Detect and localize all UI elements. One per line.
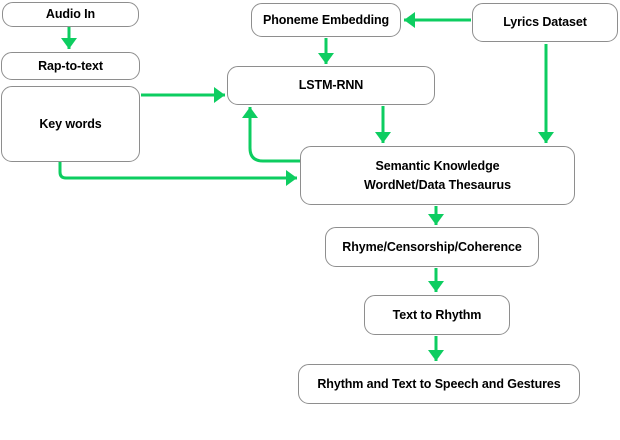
node-rap-to-text-label: Rap-to-text bbox=[38, 58, 103, 73]
node-lstm-rnn: LSTM-RNN bbox=[227, 66, 435, 105]
node-phoneme-embedding-label: Phoneme Embedding bbox=[262, 12, 390, 27]
node-semantic-knowledge: Semantic Knowledge WordNet/Data Thesauru… bbox=[300, 146, 575, 205]
node-rhythm-text-speech-gestures-label: Rhythm and Text to Speech and Gestures bbox=[317, 376, 561, 391]
node-key-words-label: Key words bbox=[39, 116, 102, 131]
node-rhyme-censorship-coherence-label: Rhyme/Censorship/Coherence bbox=[342, 239, 522, 254]
node-key-words: Key words bbox=[1, 86, 140, 162]
node-lyrics-dataset-label: Lyrics Dataset bbox=[503, 15, 587, 30]
arrow-key-words-to-semantic-knowledge bbox=[58, 162, 297, 186]
node-text-to-rhythm-label: Text to Rhythm bbox=[392, 307, 482, 322]
node-rhyme-censorship-coherence: Rhyme/Censorship/Coherence bbox=[325, 227, 539, 267]
node-audio-in-label: Audio In bbox=[45, 7, 96, 22]
node-lstm-rnn-label: LSTM-RNN bbox=[298, 78, 364, 93]
node-semantic-knowledge-label: Semantic Knowledge WordNet/Data Thesauru… bbox=[364, 159, 511, 192]
node-rap-to-text: Rap-to-text bbox=[1, 52, 140, 80]
node-text-to-rhythm: Text to Rhythm bbox=[364, 295, 510, 335]
node-lyrics-dataset: Lyrics Dataset bbox=[472, 3, 618, 42]
node-audio-in: Audio In bbox=[2, 2, 139, 27]
arrow-semantic-knowledge-to-lstm-rnn bbox=[242, 107, 302, 163]
node-rhythm-text-speech-gestures: Rhythm and Text to Speech and Gestures bbox=[298, 364, 580, 404]
node-phoneme-embedding: Phoneme Embedding bbox=[251, 3, 401, 37]
